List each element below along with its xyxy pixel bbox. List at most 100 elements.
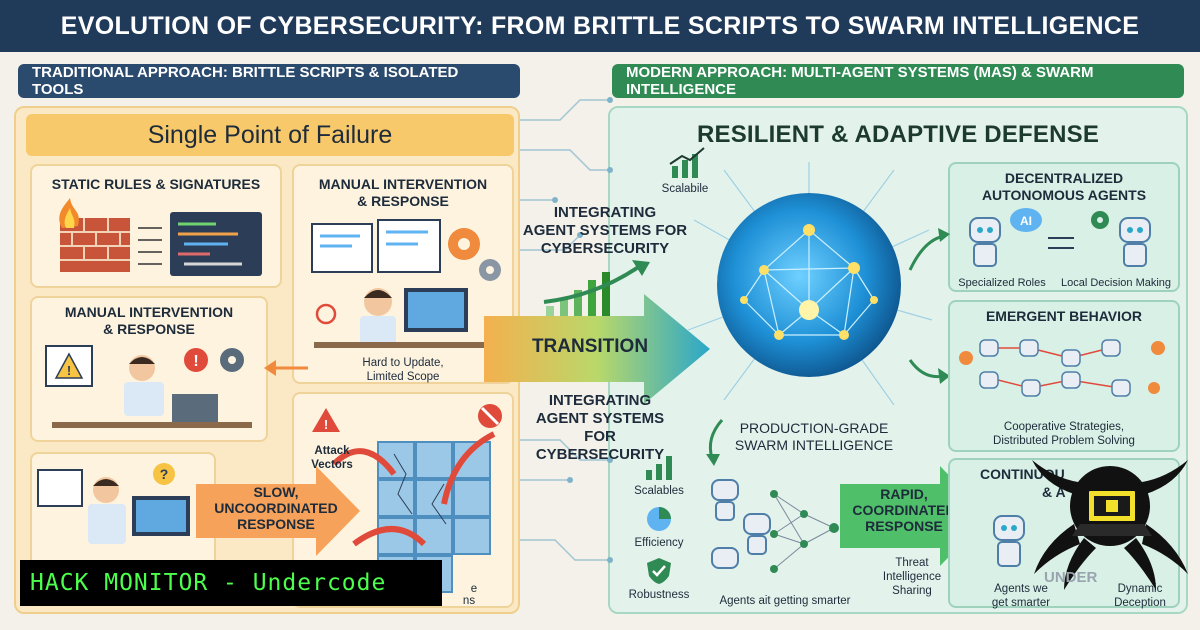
neural-nodes: [770, 490, 839, 573]
gear-icon: [959, 341, 1165, 394]
continuous-title-line2: & A: [1042, 484, 1066, 500]
firewall-illustration: [59, 198, 262, 276]
slow-line2: UNCOORDINATED: [214, 500, 338, 516]
gear-icon: [220, 348, 244, 372]
threat-line2: Intelligence: [882, 571, 942, 583]
blocked-icon: [478, 404, 502, 428]
hard-to-update-line1: Hard to Update,: [362, 357, 444, 369]
integrating-top-text: INTEGRATING AGENT SYSTEMS FOR CYBERSECUR…: [518, 204, 692, 258]
slow-line3: RESPONSE: [237, 516, 315, 532]
svg-text:!: !: [193, 353, 198, 370]
worker-icon: [88, 477, 126, 544]
attack-arrow-icon: [331, 431, 496, 547]
laptop-icon: [1072, 489, 1152, 536]
integrating-bottom-line3: FOR CYBERSECURITY: [535, 428, 665, 463]
gear-icon: [1091, 211, 1109, 229]
growth-arrow-icon: [543, 260, 650, 320]
exchange-arrows-icon: [1048, 237, 1074, 249]
bottom-cut-text-1: e: [470, 583, 478, 595]
firewall-icon: [59, 198, 130, 272]
logo-text: UNDER: [1044, 569, 1098, 586]
decentral-title-line1: DECENTRALIZED: [1004, 170, 1124, 186]
scalables-label: Scalables: [634, 485, 684, 497]
threat-sharing-label: Threat Intelligence Sharing: [866, 556, 958, 598]
cooperative-line2: Distributed Problem Solving: [993, 435, 1135, 447]
ai-bubble-icon: [1010, 208, 1042, 232]
agent-robots-illustration: AI: [969, 208, 1151, 267]
svg-text:!: !: [67, 363, 71, 378]
alert-icon: !: [184, 348, 208, 372]
emergent-behavior-card: EMERGENT BEHAVIOR Cooperative Strategies…: [948, 300, 1180, 452]
static-rules-card: STATIC RULES & SIGNATURES: [30, 164, 282, 288]
attack-vectors-line2: Vectors: [311, 459, 353, 471]
integrating-top-line1: INTEGRATING: [553, 204, 657, 221]
scalable-top-label: Scalabile: [661, 183, 709, 195]
left-arrow-icon: [264, 360, 308, 376]
robot-icon: [711, 479, 771, 569]
integrating-bottom-line1: INTEGRATING: [548, 392, 652, 409]
crack-lines: [393, 453, 447, 525]
swarm-line2: SWARM INTELLIGENCE: [734, 437, 894, 453]
monitor-icon: [37, 469, 190, 536]
robot-icon: [979, 339, 1131, 397]
efficiency-pie-icon: [647, 507, 671, 531]
manual-top-title-line2: & RESPONSE: [357, 193, 449, 209]
svg-text:!: !: [324, 417, 328, 432]
manual-mid-title-line2: & RESPONSE: [103, 321, 195, 337]
bottom-cut-text-2: ns: [462, 595, 476, 607]
cooperative-line1: Cooperative Strategies,: [1003, 421, 1125, 433]
warning-window-icon: !: [45, 345, 93, 387]
specialized-roles-label: Specialized Roles: [958, 277, 1046, 289]
attack-vectors-line1: Attack: [314, 445, 350, 457]
manual-intervention-top-card: MANUAL INTERVENTION & RESPONSE Hard to U…: [292, 164, 514, 384]
hack-monitor-watermark: HACK MONITOR - Undercode: [20, 560, 442, 606]
robot-icon: [993, 515, 1025, 567]
swarm-network-sphere: [687, 162, 933, 406]
agents-smarter-label: Agents ait getting smarter: [719, 595, 851, 607]
sphere-to-cards-arrows: [908, 228, 950, 384]
local-decision-label: Local Decision Making: [1060, 277, 1172, 289]
rapid-line2: COORDINATED: [852, 502, 956, 518]
integrating-bottom-line2: AGENT SYSTEMS: [535, 410, 665, 427]
traditional-approach-tag: TRADITIONAL APPROACH: BRITTLE SCRIPTS & …: [18, 64, 520, 98]
decentral-title-line2: AUTONOMOUS AGENTS: [981, 187, 1147, 203]
page-title: EVOLUTION OF CYBERSECURITY: FROM BRITTLE…: [60, 11, 1140, 40]
scalables-chart-icon: [646, 456, 672, 480]
stressed-operator-illustration: [311, 219, 501, 348]
scalable-chart-icon: [669, 147, 705, 178]
svg-text:?: ?: [160, 466, 169, 482]
robot-icon: [1119, 217, 1151, 267]
manual-intervention-mid-card: MANUAL INTERVENTION & RESPONSE ! !: [30, 296, 268, 442]
integrating-top-line2: AGENT SYSTEMS FOR: [522, 222, 688, 239]
decentralized-agents-card: DECENTRALIZED AUTONOMOUS AGENTS AI Speci…: [948, 162, 1180, 292]
watermark-text: HACK MONITOR - Undercode: [30, 570, 387, 596]
title-bar: EVOLUTION OF CYBERSECURITY: FROM BRITTLE…: [0, 0, 1200, 52]
sphere-mesh: [743, 229, 875, 336]
manual-mid-title-line1: MANUAL INTERVENTION: [64, 304, 234, 320]
manual-top-title-line1: MANUAL INTERVENTION: [318, 176, 488, 192]
slow-line1: SLOW,: [253, 484, 299, 500]
octopus-hacker-logo: UNDER: [1032, 460, 1188, 590]
robustness-shield-icon: [647, 558, 671, 584]
rapid-line3: RESPONSE: [865, 518, 943, 534]
rapid-response-text: RAPID, COORDINATED RESPONSE: [850, 486, 958, 534]
threat-line3: Sharing: [892, 585, 932, 597]
rule-arrows-icon: [138, 227, 162, 265]
gear-icon: [448, 228, 501, 281]
sphere-nodes: [740, 224, 878, 340]
transition-arrow: [484, 294, 710, 404]
agents-we-line2: get smarter: [991, 597, 1051, 609]
operator-icon: [314, 288, 484, 348]
agents-we-line1: Agents we: [994, 583, 1048, 595]
rapid-line1: RAPID,: [880, 486, 928, 502]
emergent-swarm-illustration: [959, 339, 1165, 397]
frustrated-worker-illustration: ! !: [45, 345, 252, 428]
transition-label: TRANSITION: [531, 336, 649, 357]
agent-network-illustration: [711, 479, 839, 573]
threat-line1: Threat: [895, 557, 929, 569]
robot-icon: [969, 217, 1001, 267]
overwhelmed-worker-illustration: ?: [37, 463, 190, 544]
down-arrow-icon: [706, 419, 724, 466]
swarm-connection-lines: [989, 347, 1121, 389]
